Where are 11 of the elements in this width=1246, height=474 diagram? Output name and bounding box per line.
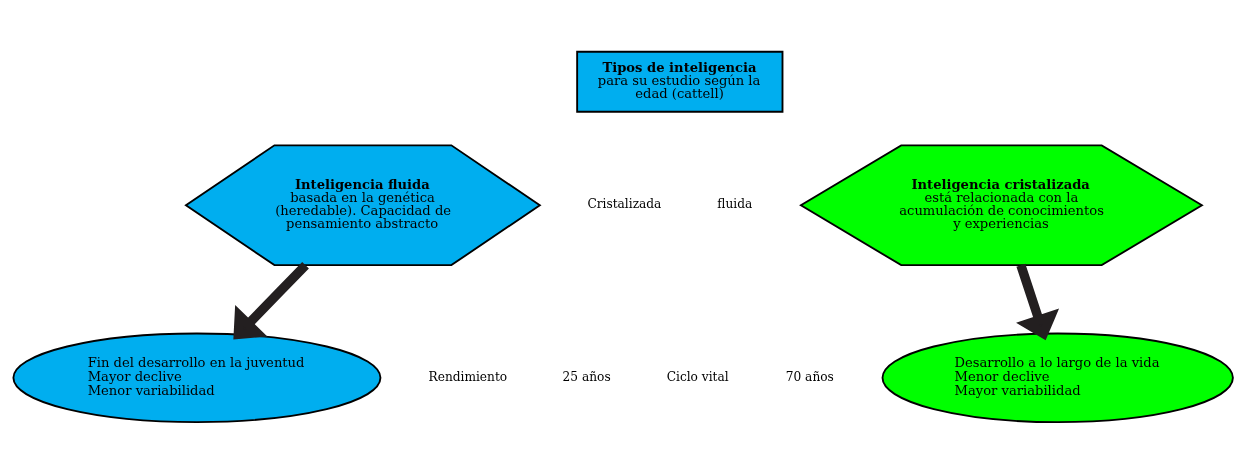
node-ellipse: Fin del desarrollo en la juventud Mayor declive Menor variabilidad [12, 332, 382, 424]
label: 25 años [562, 370, 611, 385]
node-box: Tipos de inteligencia para su estudio según la edad (cattell) [576, 50, 784, 113]
node-ellipse: Desarrollo a lo largo de la vida Menor declive Mayor variabilidad [881, 332, 1234, 424]
label: Cristalizada [587, 197, 662, 212]
label: Ciclo vital [666, 370, 729, 385]
label: 70 años [785, 370, 834, 385]
arrow [233, 261, 309, 340]
label: Rendimiento [428, 370, 508, 385]
arrow [1016, 263, 1060, 341]
label: fluida [717, 197, 753, 212]
